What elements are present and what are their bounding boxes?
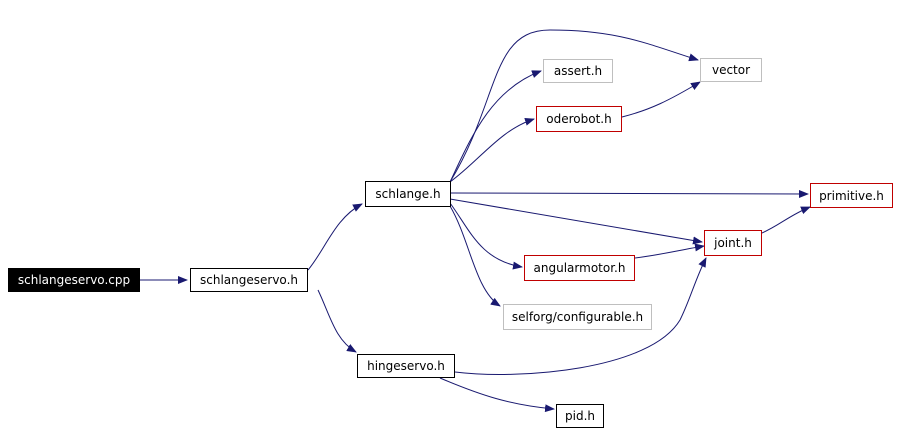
node-schlangeservo-h[interactable]: schlangeservo.h <box>190 268 308 292</box>
node-joint-h[interactable]: joint.h <box>704 230 762 256</box>
node-oderobot-h[interactable]: oderobot.h <box>536 106 622 132</box>
edge-schlange-h-to-assert-h <box>449 70 542 183</box>
node-selforg-configurable-h[interactable]: selforg/configurable.h <box>503 304 652 330</box>
edge-oderobot-h-to-vector <box>621 81 701 118</box>
edge-joint-h-to-primitive-h <box>761 206 811 234</box>
edge-schlange-h-to-joint-h <box>449 198 703 245</box>
node-assert-h[interactable]: assert.h <box>543 59 613 83</box>
edge-hingeservo-h-to-joint-h <box>454 257 707 375</box>
node-primitive-h[interactable]: primitive.h <box>810 183 893 208</box>
node-vector[interactable]: vector <box>700 58 762 82</box>
node-pid-h[interactable]: pid.h <box>556 404 604 428</box>
edge-schlange-h-to-oderobot-h <box>449 117 535 183</box>
node-angularmotor-h[interactable]: angularmotor.h <box>524 255 635 281</box>
edge-schlange-h-to-angularmotor-h <box>449 202 523 270</box>
edge-schlangeservo-h-to-hingeservo-h <box>317 289 357 353</box>
edge-schlange-h-to-vector <box>449 29 699 183</box>
edge-schlange-h-to-configurable-h <box>449 205 501 307</box>
edge-hingeservo-h-to-pid-h <box>439 377 555 413</box>
edge-schlangeservo-h-to-schlange-h <box>307 203 363 271</box>
node-hingeservo-h[interactable]: hingeservo.h <box>357 354 455 378</box>
node-schlange-h[interactable]: schlange.h <box>365 181 451 207</box>
edge-angularmotor-h-to-joint-h <box>634 243 705 259</box>
edge-schlange-h-to-primitive-h <box>449 189 809 198</box>
node-schlangeservo-cpp[interactable]: schlangeservo.cpp <box>8 268 140 292</box>
